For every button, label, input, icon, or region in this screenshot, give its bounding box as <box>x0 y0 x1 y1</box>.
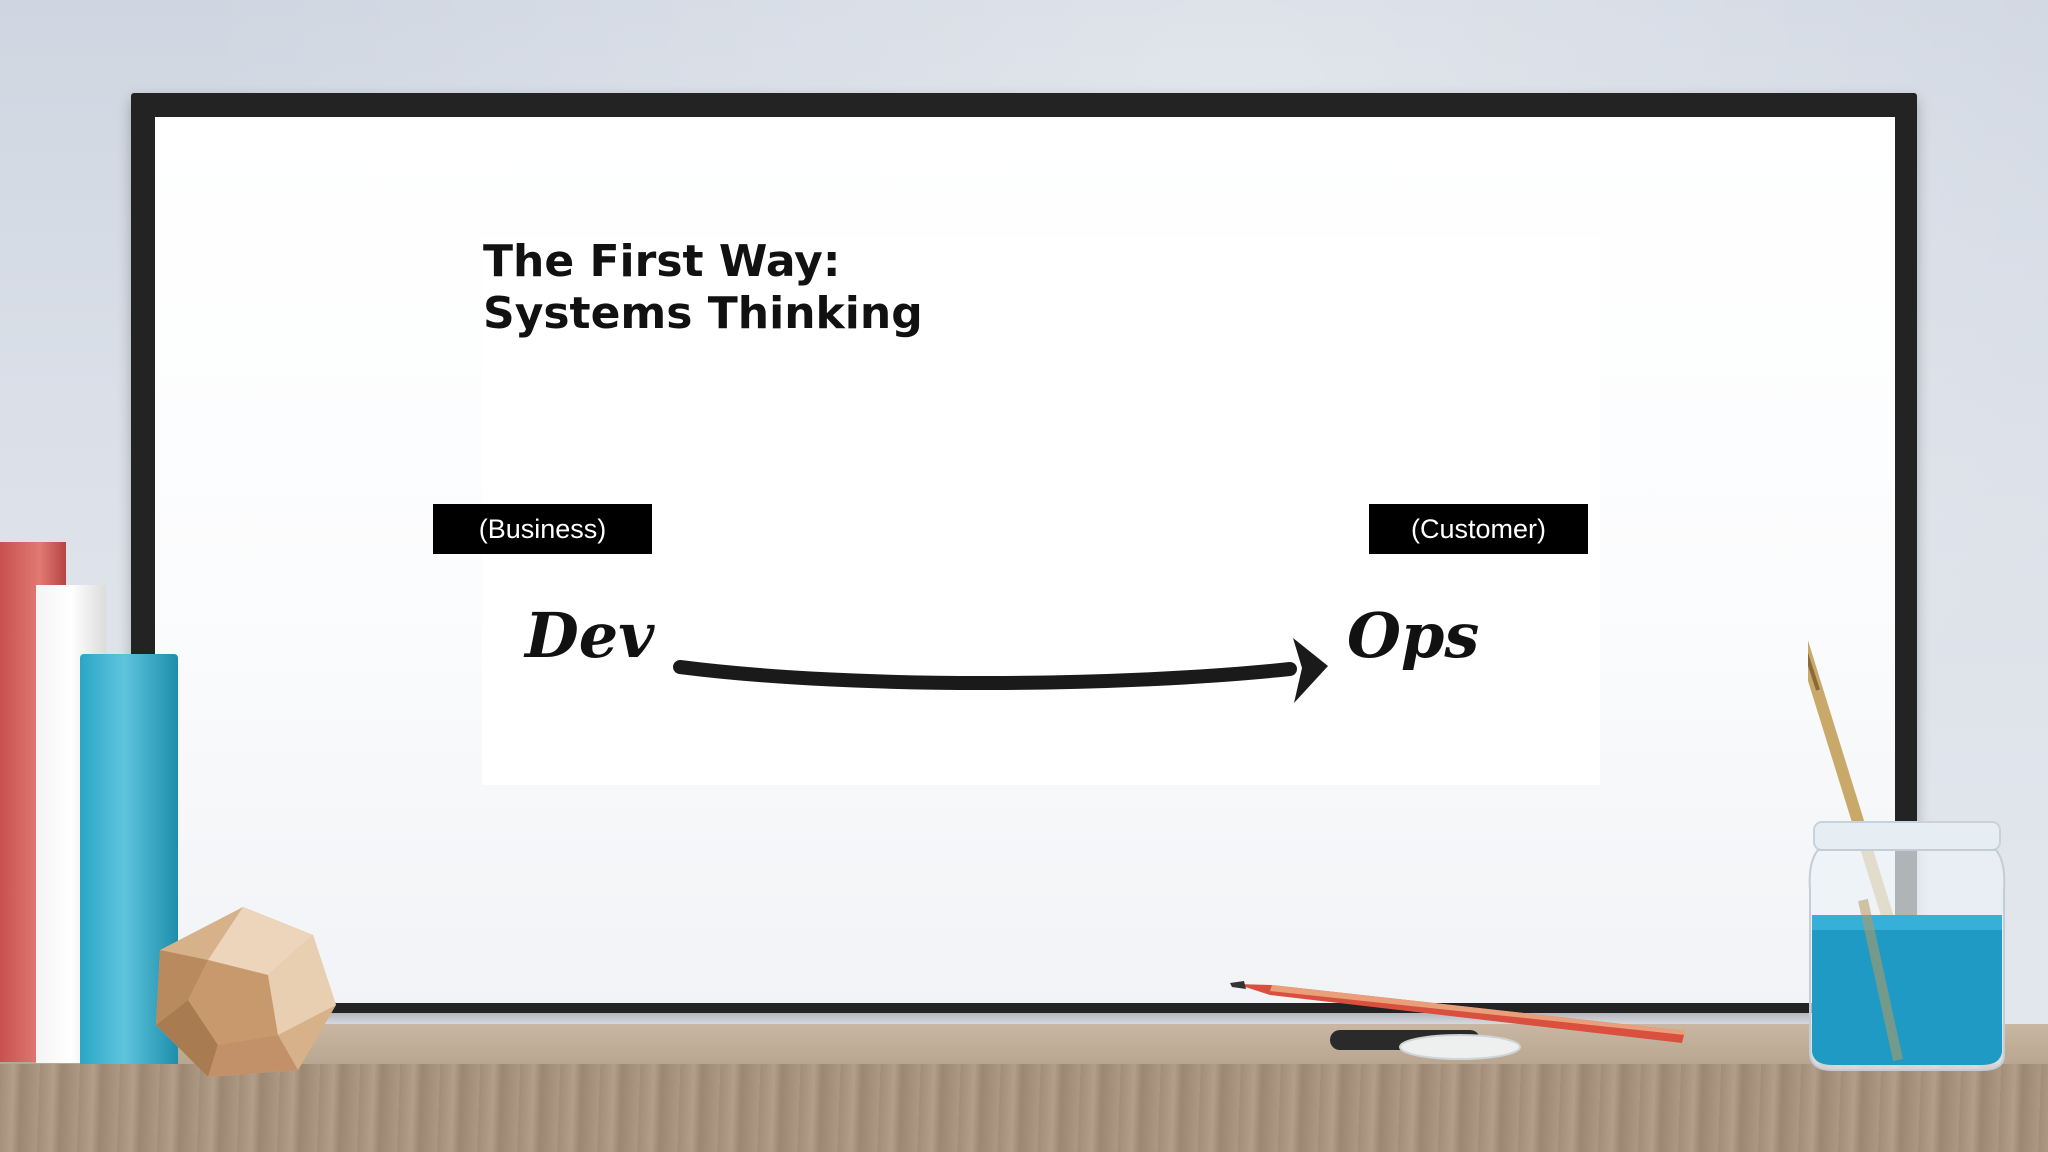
pencil-icon <box>1230 975 1690 1065</box>
wooden-dodecahedron-icon <box>148 905 338 1080</box>
paint-jar-icon <box>1808 600 2008 1080</box>
